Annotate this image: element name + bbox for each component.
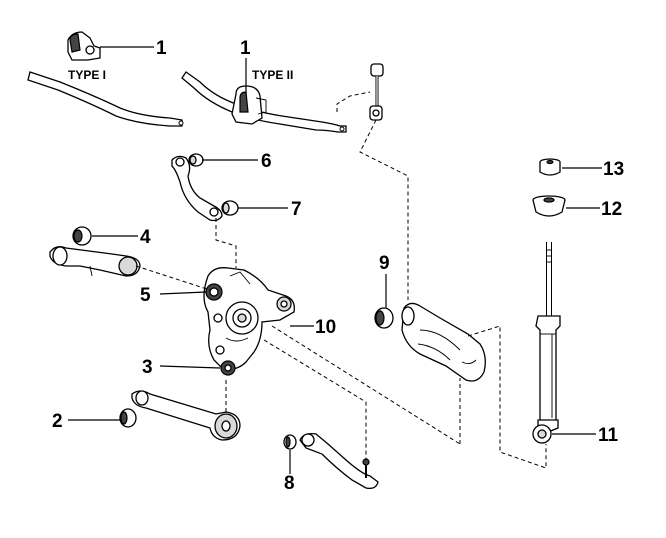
- upper-mount-12: [532, 195, 566, 217]
- callout-8: 8: [284, 473, 295, 494]
- callout-10: 10: [315, 317, 336, 338]
- callout-5: 5: [140, 285, 151, 306]
- callout-7: 7: [291, 199, 302, 220]
- type-2-label: TYPE II: [252, 68, 293, 82]
- shock-absorber: [532, 242, 561, 444]
- lateral-rod: [131, 390, 241, 441]
- bushing-6: [188, 153, 204, 167]
- leader-lines: [68, 46, 602, 474]
- upper-mount-13: [539, 158, 561, 176]
- bushing-8: [283, 434, 297, 450]
- bushing-7: [221, 200, 239, 216]
- lower-control-arm: [49, 246, 141, 277]
- bushing-9: [374, 307, 394, 329]
- stabilizer-bushing-type-2: [231, 85, 267, 125]
- stabilizer-link: [369, 63, 384, 121]
- callout-3: 3: [142, 357, 153, 378]
- stabilizer-bushing-type-1: [67, 31, 101, 61]
- callout-1-type-1: 1: [156, 38, 167, 59]
- upper-control-arm: [171, 155, 223, 222]
- bushing-2: [119, 408, 137, 428]
- bushing-4: [72, 226, 92, 246]
- toe-control-arm: [299, 432, 379, 490]
- trailing-arm: [401, 302, 486, 382]
- callout-4: 4: [140, 227, 151, 248]
- callout-13: 13: [603, 159, 624, 180]
- assembly-lines: [135, 91, 547, 469]
- callout-1-type-2: 1: [240, 38, 251, 59]
- type-1-label: TYPE I: [68, 68, 106, 82]
- callout-12: 12: [601, 199, 622, 220]
- rear-axle-carrier: [203, 267, 295, 376]
- callout-9: 9: [379, 253, 390, 274]
- stabilizer-bar-type-1: [27, 71, 184, 127]
- callout-11: 11: [598, 425, 619, 446]
- callout-2: 2: [52, 411, 63, 432]
- callout-6: 6: [261, 151, 272, 172]
